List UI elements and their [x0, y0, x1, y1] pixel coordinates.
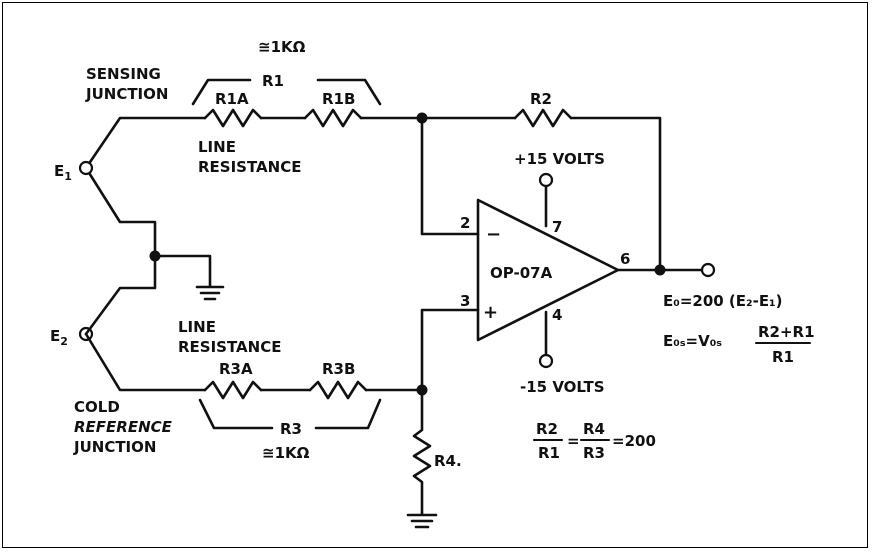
- ratio-equals: =: [567, 432, 580, 450]
- r3b-resistor: [308, 380, 368, 400]
- sensing-junction-label-line2: JUNCTION: [85, 85, 168, 103]
- reference-line-wire: [84, 332, 207, 392]
- junction-dot-output: [654, 264, 666, 276]
- eos-formula-prefix: E₀ₛ=V₀ₛ: [663, 332, 722, 350]
- junction-dot-ground: [149, 250, 161, 262]
- r3-value-label: ≅1KΩ: [262, 444, 310, 462]
- output-formula: E₀=200 (E₂-E₁): [663, 292, 783, 310]
- minus-supply-terminal: [538, 353, 554, 369]
- line-resistance-top-line1: LINE: [198, 138, 236, 156]
- r3a-resistor: [203, 380, 263, 400]
- ratio-r3-denominator: R3: [583, 444, 605, 462]
- r1-bracket: [191, 78, 382, 106]
- op-amp-label: OP-07A: [490, 264, 553, 282]
- plus-15-volts-label: +15 VOLTS: [514, 150, 605, 168]
- r4-label: R4.: [434, 452, 462, 470]
- r3b-label: R3B: [322, 360, 355, 378]
- pin-6-label: 6: [620, 250, 630, 268]
- e2-label: E2: [50, 327, 68, 348]
- ground-symbol-r4: [406, 513, 438, 529]
- op-amp-triangle: [476, 198, 620, 342]
- e1-label: E1: [54, 162, 72, 183]
- noninverting-input-wire: [420, 308, 480, 392]
- line-resistance-top-line2: RESISTANCE: [198, 158, 301, 176]
- r1-value-label: ≅1KΩ: [258, 38, 306, 56]
- pin-7-label: 7: [552, 218, 562, 236]
- sensing-thermocouple-wire: [84, 116, 207, 258]
- r4-resistor: [412, 388, 432, 516]
- noninverting-sign: +: [483, 302, 498, 323]
- r2-resistor: [513, 108, 573, 128]
- r1a-label: R1A: [215, 90, 249, 108]
- r1b-label: R1B: [322, 90, 355, 108]
- cold-reference-label-line1: COLD: [74, 398, 120, 416]
- ground-symbol-left: [195, 285, 225, 301]
- ratio-r2-numerator: R2: [536, 420, 558, 438]
- pin-3-label: 3: [460, 292, 470, 310]
- r1b-resistor: [303, 108, 363, 128]
- r2-label: R2: [530, 90, 552, 108]
- e1-terminal: [78, 160, 94, 176]
- ratio-r1-denominator: R1: [538, 444, 560, 462]
- inverting-input-wire: [420, 116, 480, 236]
- output-terminal: [700, 262, 716, 278]
- eos-formula-denominator: R1: [772, 348, 794, 366]
- r3-label: R3: [280, 420, 302, 438]
- r3a-label: R3A: [219, 360, 253, 378]
- sensing-junction-label-line1: SENSING: [86, 65, 161, 83]
- plus-supply-terminal: [538, 172, 554, 188]
- r1-label: R1: [262, 72, 284, 90]
- eos-formula-numerator: R2+R1: [758, 323, 815, 341]
- r3-bracket: [198, 398, 382, 430]
- ratio-result: =200: [612, 432, 656, 450]
- inverting-sign: −: [486, 224, 501, 245]
- pin-2-label: 2: [460, 214, 470, 232]
- cold-reference-label-line3: JUNCTION: [73, 438, 156, 456]
- junction-dot-top: [416, 112, 428, 124]
- r1a-resistor: [203, 108, 263, 128]
- line-resistance-bottom-line2: RESISTANCE: [178, 338, 281, 356]
- line-resistance-bottom-line1: LINE: [178, 318, 216, 336]
- pin-4-label: 4: [552, 306, 562, 324]
- minus-15-volts-label: -15 VOLTS: [520, 378, 605, 396]
- reference-thermocouple-wire: [84, 254, 157, 336]
- feedback-wire: [569, 116, 662, 272]
- ratio-r4-numerator: R4: [583, 420, 605, 438]
- cold-reference-label-line2: REFERENCE: [74, 418, 173, 436]
- ground-wire: [153, 254, 212, 288]
